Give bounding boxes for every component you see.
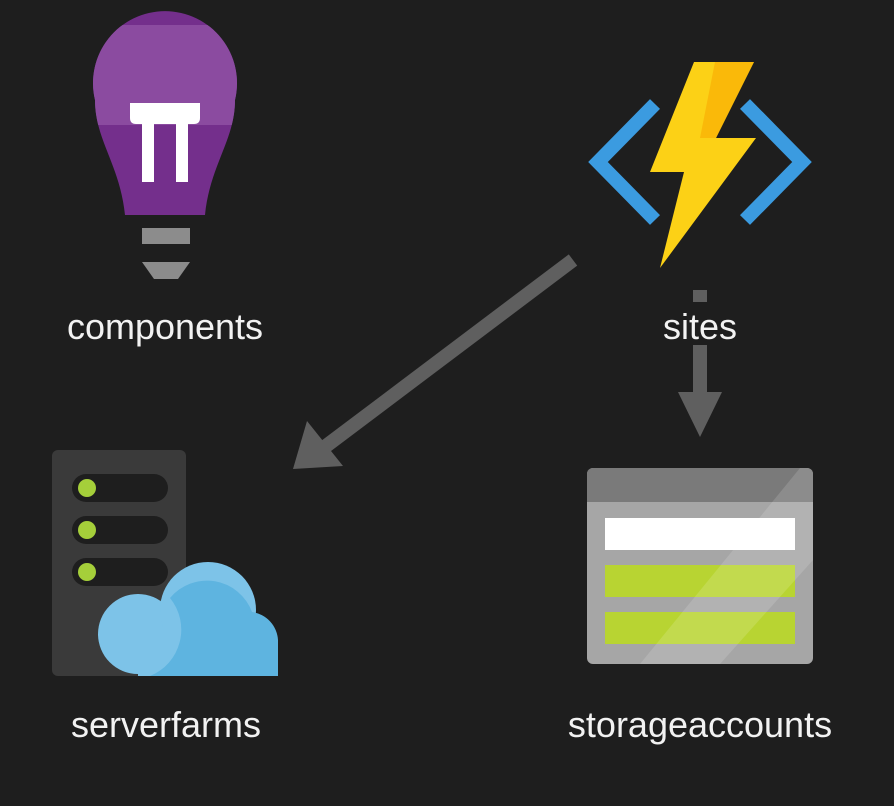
edge-sites-to-storageaccounts bbox=[678, 290, 722, 437]
lightbulb-icon bbox=[93, 11, 238, 279]
storage-account-icon bbox=[587, 468, 813, 664]
node-label-sites: sites bbox=[662, 306, 738, 347]
node-label-serverfarms: serverfarms bbox=[70, 704, 262, 745]
server-cloud-icon bbox=[52, 450, 278, 676]
node-label-storageaccounts: storageaccounts bbox=[567, 704, 833, 745]
edge-sites-to-serverfarms bbox=[293, 254, 578, 469]
function-app-icon bbox=[588, 62, 812, 268]
node-label-components: components bbox=[66, 306, 264, 347]
